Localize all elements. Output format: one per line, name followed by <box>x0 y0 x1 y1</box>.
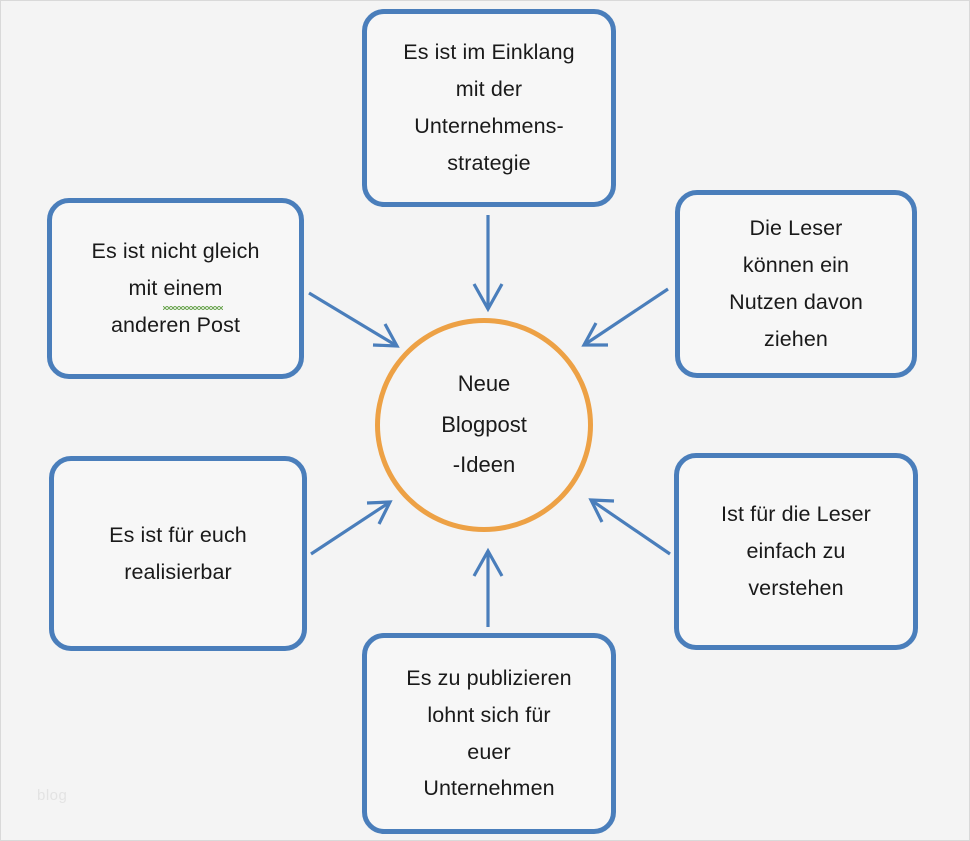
node-label-right-top: Die Leser können ein Nutzen davon ziehen <box>729 216 863 351</box>
node-box-bottom[interactable]: Es zu publizieren lohnt sich für euer Un… <box>362 633 616 834</box>
node-box-left-bottom[interactable]: Es ist für euch realisierbar <box>49 456 307 651</box>
center-node-circle[interactable]: Neue Blogpost -Ideen <box>375 318 593 532</box>
arrow-right-top-to-center <box>581 287 669 347</box>
center-node-label: Neue Blogpost -Ideen <box>441 370 527 478</box>
node-box-right-bottom[interactable]: Ist für die Leser einfach zu verstehen <box>674 453 918 650</box>
node-label-left-top: Es ist nicht gleich mit einem anderen Po… <box>92 233 260 344</box>
node-label-left-top-part1: Es ist nicht gleich mit <box>91 239 260 301</box>
node-box-left-top[interactable]: Es ist nicht gleich mit einem anderen Po… <box>47 198 304 379</box>
node-label-bottom: Es zu publizieren lohnt sich für euer Un… <box>406 665 572 801</box>
node-label-left-top-part2: anderen Post <box>110 312 241 337</box>
misspelled-word-einem: einem <box>163 270 223 310</box>
arrow-right-bottom-to-center <box>588 498 671 556</box>
arrow-top-to-center <box>472 215 504 313</box>
arrow-left-top-to-center <box>308 291 400 348</box>
node-label-right-bottom: Ist für die Leser einfach zu verstehen <box>721 502 871 600</box>
arrow-bottom-to-center <box>472 547 504 627</box>
watermark-blog: blog <box>37 787 68 804</box>
node-label-top: Es ist im Einklang mit der Unternehmens-… <box>403 40 575 175</box>
node-label-left-bottom: Es ist für euch realisierbar <box>109 522 247 584</box>
node-box-right-top[interactable]: Die Leser können ein Nutzen davon ziehen <box>675 190 917 378</box>
arrow-left-bottom-to-center <box>310 500 393 556</box>
node-box-top[interactable]: Es ist im Einklang mit der Unternehmens-… <box>362 9 616 207</box>
